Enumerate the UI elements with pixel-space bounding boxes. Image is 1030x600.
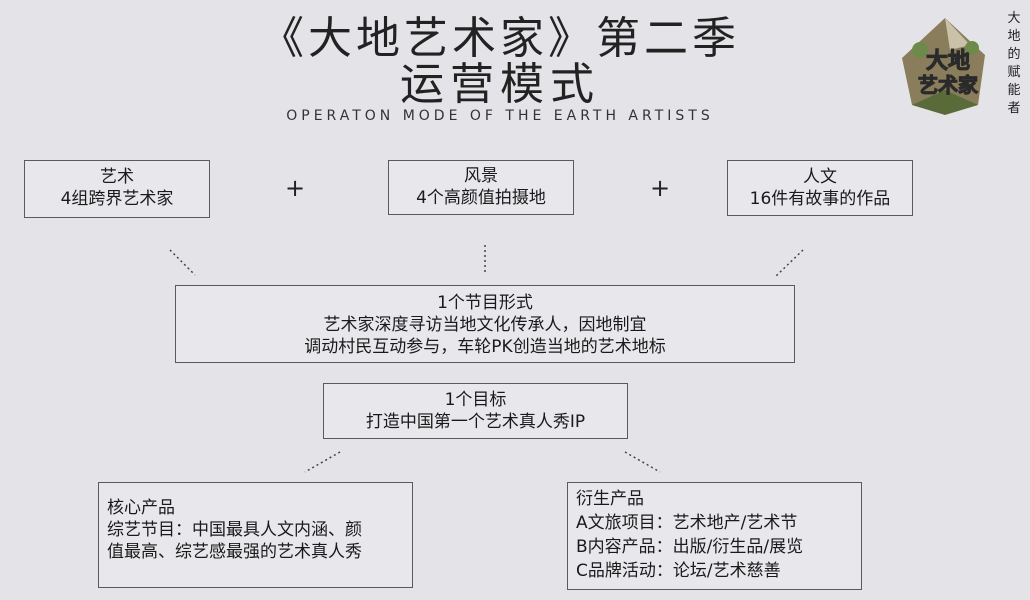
derived-line: C品牌活动：论坛/艺术慈善	[576, 561, 781, 581]
page-title: 《大地艺术家》第二季	[260, 13, 740, 64]
box-culture-label: 人文	[803, 167, 837, 187]
box-scenery-label: 风景	[464, 166, 498, 186]
connector-derived	[624, 451, 661, 473]
page-title-line2: 运营模式	[400, 59, 600, 110]
logo-text-line1: 大地	[926, 49, 970, 74]
box-art-label: 艺术	[100, 167, 134, 187]
goal-line: 打造中国第一个艺术真人秀IP	[365, 412, 586, 432]
format-line: 调动村民互动参与，车轮PK创造当地的艺术地标	[304, 337, 666, 357]
format-line: 1个节目形式	[437, 293, 533, 313]
box-culture-detail: 16件有故事的作品	[749, 189, 891, 209]
connector-core	[304, 451, 341, 473]
derived-line: B内容产品：出版/衍生品/展览	[576, 537, 804, 557]
core-line: 核心产品	[107, 498, 175, 518]
vertical-char: 地	[1007, 29, 1021, 44]
box-art: 艺术 4组跨界艺术家	[24, 160, 210, 218]
vertical-char: 赋	[1007, 65, 1021, 80]
goal-line: 1个目标	[444, 390, 507, 410]
core-line: 值最高、综艺感最强的艺术真人秀	[107, 542, 362, 562]
show-logo: 大地 艺术家	[902, 18, 985, 115]
core-line: 综艺节目：中国最具人文内涵、颜	[107, 520, 362, 540]
plus-sign-2: +	[650, 174, 671, 202]
vertical-char: 的	[1007, 47, 1021, 62]
page-subtitle: OPERATON MODE OF THE EARTH ARTISTS	[286, 108, 714, 124]
vertical-slogan: 大 地 的 赋 能 者	[1004, 10, 1024, 118]
vertical-char: 者	[1007, 101, 1021, 116]
box-program-format: 1个节目形式 艺术家深度寻访当地文化传承人，因地制宜 调动村民互动参与，车轮PK…	[175, 285, 795, 363]
connector-culture	[774, 249, 804, 278]
derived-line: A文旅项目：艺术地产/艺术节	[576, 513, 798, 533]
box-scenery-detail: 4个高颜值拍摄地	[416, 188, 546, 208]
plus-sign-1: +	[285, 174, 306, 202]
box-derived-product: 衍生产品 A文旅项目：艺术地产/艺术节 B内容产品：出版/衍生品/展览 C品牌活…	[567, 482, 862, 590]
vertical-char: 能	[1007, 83, 1021, 98]
vertical-char: 大	[1007, 11, 1021, 26]
logo-text-line2: 艺术家	[918, 73, 979, 97]
box-goal: 1个目标 打造中国第一个艺术真人秀IP	[323, 383, 628, 439]
box-art-detail: 4组跨界艺术家	[60, 189, 174, 209]
connector-art	[169, 249, 196, 276]
box-scenery: 风景 4个高颜值拍摄地	[388, 160, 574, 215]
derived-line: 衍生产品	[576, 489, 644, 509]
format-line: 艺术家深度寻访当地文化传承人，因地制宜	[323, 315, 647, 335]
box-core-product: 核心产品 综艺节目：中国最具人文内涵、颜 值最高、综艺感最强的艺术真人秀	[98, 482, 413, 588]
box-culture: 人文 16件有故事的作品	[727, 160, 913, 216]
